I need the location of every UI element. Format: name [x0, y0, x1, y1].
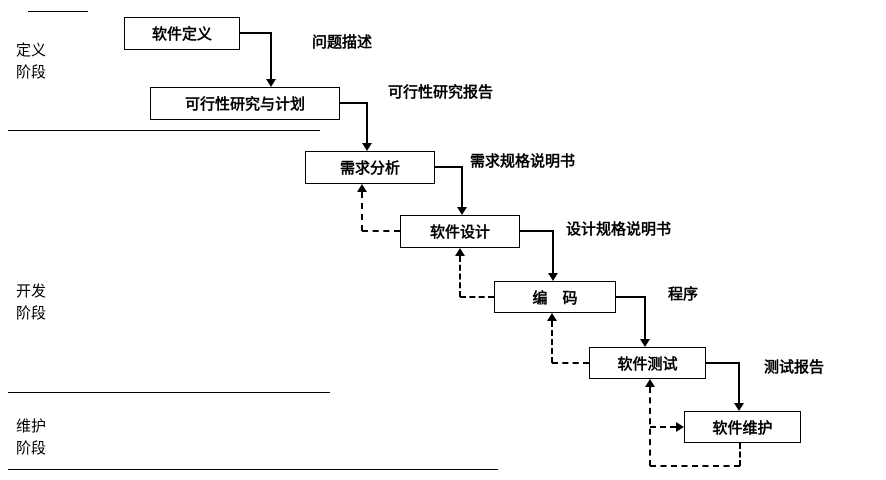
- feedback-line-testing-h: [552, 362, 589, 364]
- phase-label-line: 阶段: [16, 441, 47, 457]
- artifact-requirements-spec: 需求规格说明书: [470, 154, 576, 170]
- stage-box-software-maintenance: 软件维护: [684, 411, 801, 443]
- flow-arrowhead-to-testing: [640, 339, 650, 347]
- artifact-feasibility-report: 可行性研究报告: [388, 85, 494, 101]
- artifact-problem-description: 问题描述: [312, 35, 373, 51]
- stage-box-requirements-analysis: 需求分析: [305, 151, 435, 184]
- artifact-test-report: 测试报告: [764, 360, 825, 376]
- feedback-line-design-h: [362, 230, 400, 232]
- flow-arrowhead-to-requirements: [362, 143, 372, 151]
- feedback-line-maintenance-h-bottom: [650, 465, 740, 467]
- flow-arrowhead-to-maintenance: [734, 403, 744, 411]
- feedback-line-testing-v: [551, 321, 553, 363]
- flow-line-definition-h: [240, 32, 272, 34]
- phase-label-line: 阶段: [16, 65, 47, 81]
- stage-box-software-definition: 软件定义: [124, 17, 240, 50]
- phase-label-definition: 定义 阶段: [16, 40, 46, 84]
- flow-line-definition-v: [270, 32, 272, 79]
- artifact-program: 程序: [668, 287, 699, 303]
- flow-arrowhead-to-coding: [548, 273, 558, 281]
- feedback-line-coding-h: [460, 296, 494, 298]
- stage-box-feasibility-study: 可行性研究与计划: [150, 87, 340, 120]
- artifact-design-spec: 设计规格说明书: [566, 222, 672, 238]
- flow-line-requirements-v: [461, 166, 463, 207]
- flow-line-coding-v: [644, 296, 646, 339]
- feedback-arrowhead-to-design: [455, 248, 465, 256]
- feedback-arrowhead-to-testing: [645, 379, 655, 387]
- flow-arrowhead-to-feasibility: [266, 79, 276, 87]
- flow-line-feasibility-h: [340, 102, 368, 104]
- phase-divider-maintenance: [8, 469, 498, 470]
- feedback-line-design-v: [361, 192, 363, 231]
- flow-line-testing-v: [738, 362, 740, 403]
- feedback-arrowhead-to-coding: [547, 313, 557, 321]
- feedback-arrowhead-into-maintenance: [676, 422, 684, 432]
- flow-line-requirements-h: [435, 166, 463, 168]
- phase-divider-definition: [8, 130, 320, 131]
- flow-line-coding-h: [616, 296, 646, 298]
- phase-divider-development: [8, 392, 330, 393]
- stage-box-software-design: 软件设计: [400, 215, 520, 248]
- phase-label-line: 维护: [16, 419, 47, 435]
- stage-box-software-testing: 软件测试: [589, 347, 706, 379]
- phase-label-maintenance: 维护 阶段: [16, 416, 46, 460]
- feedback-line-coding-v: [459, 256, 461, 297]
- flow-arrowhead-to-design: [457, 207, 467, 215]
- phase-divider-top: [28, 11, 88, 12]
- phase-label-line: 阶段: [16, 306, 47, 322]
- feedback-line-into-maintenance-h: [650, 426, 676, 428]
- flow-line-design-h: [520, 230, 554, 232]
- flow-line-design-v: [552, 230, 554, 273]
- flow-line-testing-h: [706, 362, 740, 364]
- flow-line-feasibility-v: [366, 102, 368, 143]
- stage-box-coding: 编 码: [494, 281, 616, 313]
- feedback-line-maintenance-v-right: [739, 443, 741, 466]
- phase-label-line: 定义: [16, 43, 47, 59]
- phase-label-line: 开发: [16, 284, 47, 300]
- phase-label-development: 开发 阶段: [16, 281, 46, 325]
- feedback-arrowhead-to-requirements: [357, 184, 367, 192]
